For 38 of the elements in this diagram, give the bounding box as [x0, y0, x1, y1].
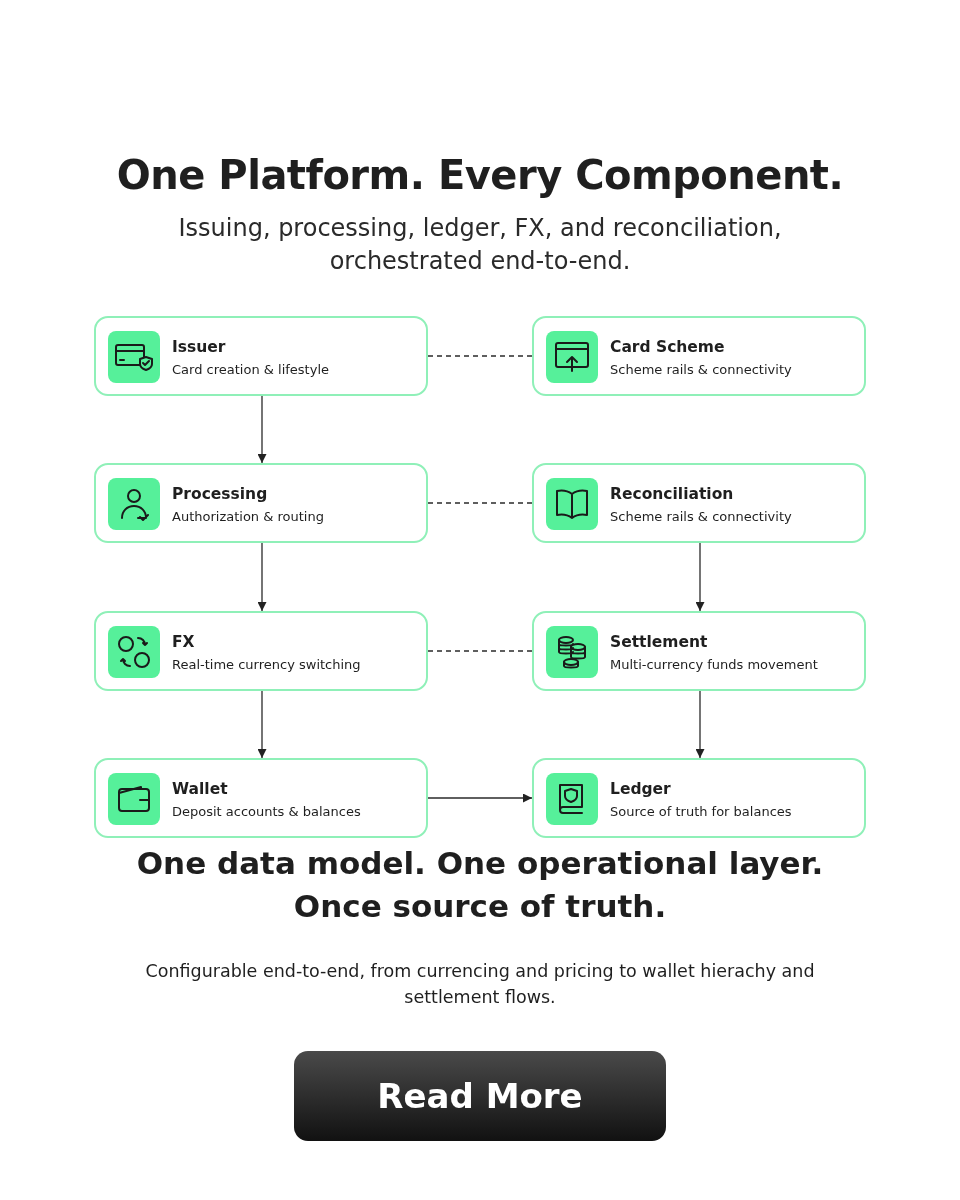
- component-card: [532, 611, 866, 691]
- component-description: Source of truth for balances: [610, 804, 792, 819]
- component-name: Card Scheme: [610, 338, 725, 356]
- component-name: FX: [172, 633, 195, 651]
- component-name: Processing: [172, 485, 268, 503]
- component-card: [94, 316, 428, 396]
- component-name: Settlement: [610, 633, 708, 651]
- dashed-connector: [427, 502, 533, 504]
- title: One Platform. Every Component.: [115, 152, 845, 198]
- component-name: Ledger: [610, 780, 671, 798]
- heading: One data model. One operational layer. Once source of truth.: [135, 844, 825, 926]
- component-name: Issuer: [172, 338, 226, 356]
- arrow: [695, 690, 705, 759]
- component-description: Scheme rails & connectivity: [610, 362, 792, 377]
- component-description: Deposit accounts & balances: [172, 804, 361, 819]
- component-description: Scheme rails & connectivity: [610, 509, 792, 524]
- component-card: [532, 316, 866, 396]
- component-card: [532, 463, 866, 543]
- subtitle: Issuing, processing, ledger, FX, and reconciliation, orchestrated end-to-end.: [177, 213, 783, 277]
- arrow: [257, 395, 267, 464]
- arrow: [427, 793, 533, 803]
- arrow: [695, 542, 705, 612]
- read-more-button: Read More: [294, 1051, 666, 1141]
- component-card: [94, 758, 428, 838]
- component-description: Authorization & routing: [172, 509, 324, 524]
- arrow: [257, 542, 267, 612]
- dashed-connector: [427, 355, 533, 357]
- description: Configurable end-to-end, from currencing and pricing to wallet hierachy and settlement flows.: [144, 960, 816, 1009]
- component-description: Real-time currency switching: [172, 657, 361, 672]
- component-card: [94, 611, 428, 691]
- component-card: [94, 463, 428, 543]
- component-name: Reconciliation: [610, 485, 734, 503]
- component-description: Card creation & lifestyle: [172, 362, 329, 377]
- component-name: Wallet: [172, 780, 228, 798]
- component-card: [532, 758, 866, 838]
- dashed-connector: [427, 650, 533, 652]
- component-description: Multi-currency funds movement: [610, 657, 818, 672]
- arrow: [257, 690, 267, 759]
